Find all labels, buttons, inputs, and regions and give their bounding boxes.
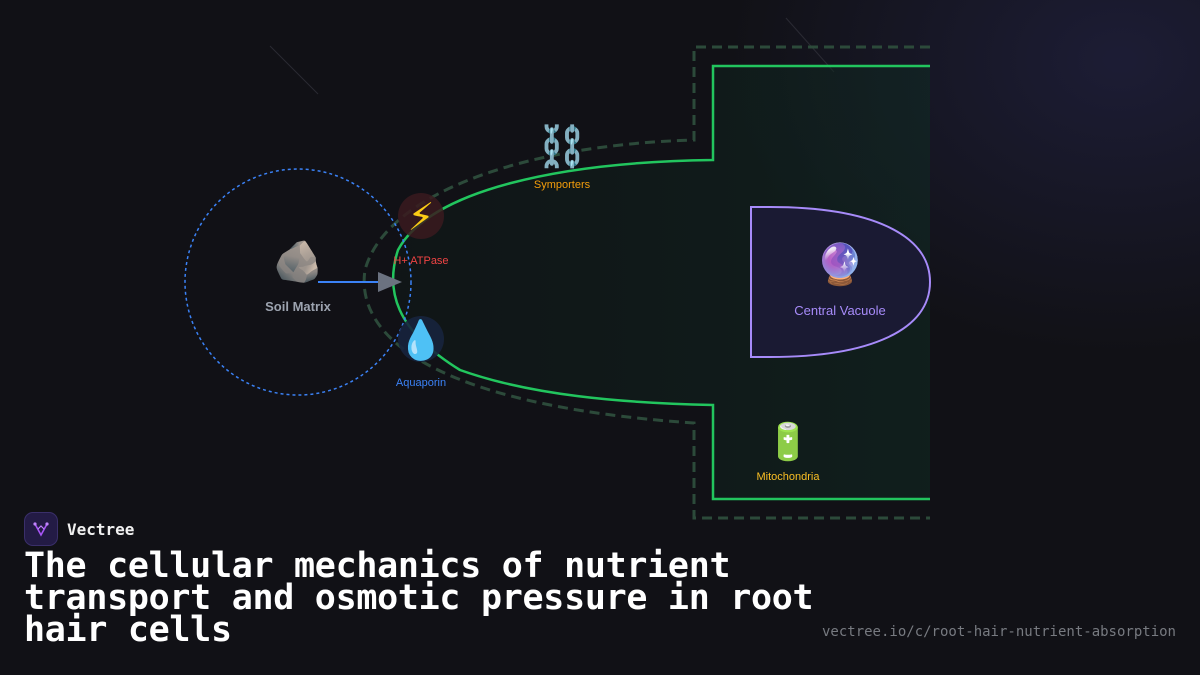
chain-icon: ⛓️	[537, 123, 587, 170]
symporters-label: Symporters	[534, 179, 591, 191]
aquaporin-label: Aquaporin	[396, 377, 446, 389]
brand: Vectree	[24, 512, 134, 546]
rock-icon: 🪨	[273, 239, 323, 285]
page-title: The cellular mechanics of nutrient trans…	[24, 546, 814, 650]
plasma-membrane	[391, 64, 930, 501]
central-vacuole	[750, 206, 932, 358]
lightning-icon: ⚡	[408, 195, 435, 239]
h-atpase-disc	[398, 193, 444, 239]
decorative-line	[785, 17, 835, 73]
droplet-icon: 💧	[397, 318, 444, 362]
cell-cytoplasm	[393, 66, 931, 499]
battery-icon: 🔋	[766, 421, 811, 463]
soil-matrix-region	[184, 168, 412, 396]
h-atpase-label: H+ ATPase	[393, 255, 448, 267]
aquaporin-disc	[398, 316, 444, 362]
decorative-line	[269, 45, 319, 95]
vectree-logo-icon	[24, 512, 58, 546]
brand-name: Vectree	[67, 519, 135, 539]
cell-wall	[362, 45, 930, 520]
crystal-ball-icon: 🔮	[815, 241, 865, 288]
soil-matrix-label: Soil Matrix	[265, 299, 332, 314]
source-url: vectree.io/c/root-hair-nutrient-absorpti…	[821, 624, 1176, 640]
mitochondria-label: Mitochondria	[757, 471, 821, 483]
central-vacuole-label: Central Vacuole	[794, 303, 886, 318]
